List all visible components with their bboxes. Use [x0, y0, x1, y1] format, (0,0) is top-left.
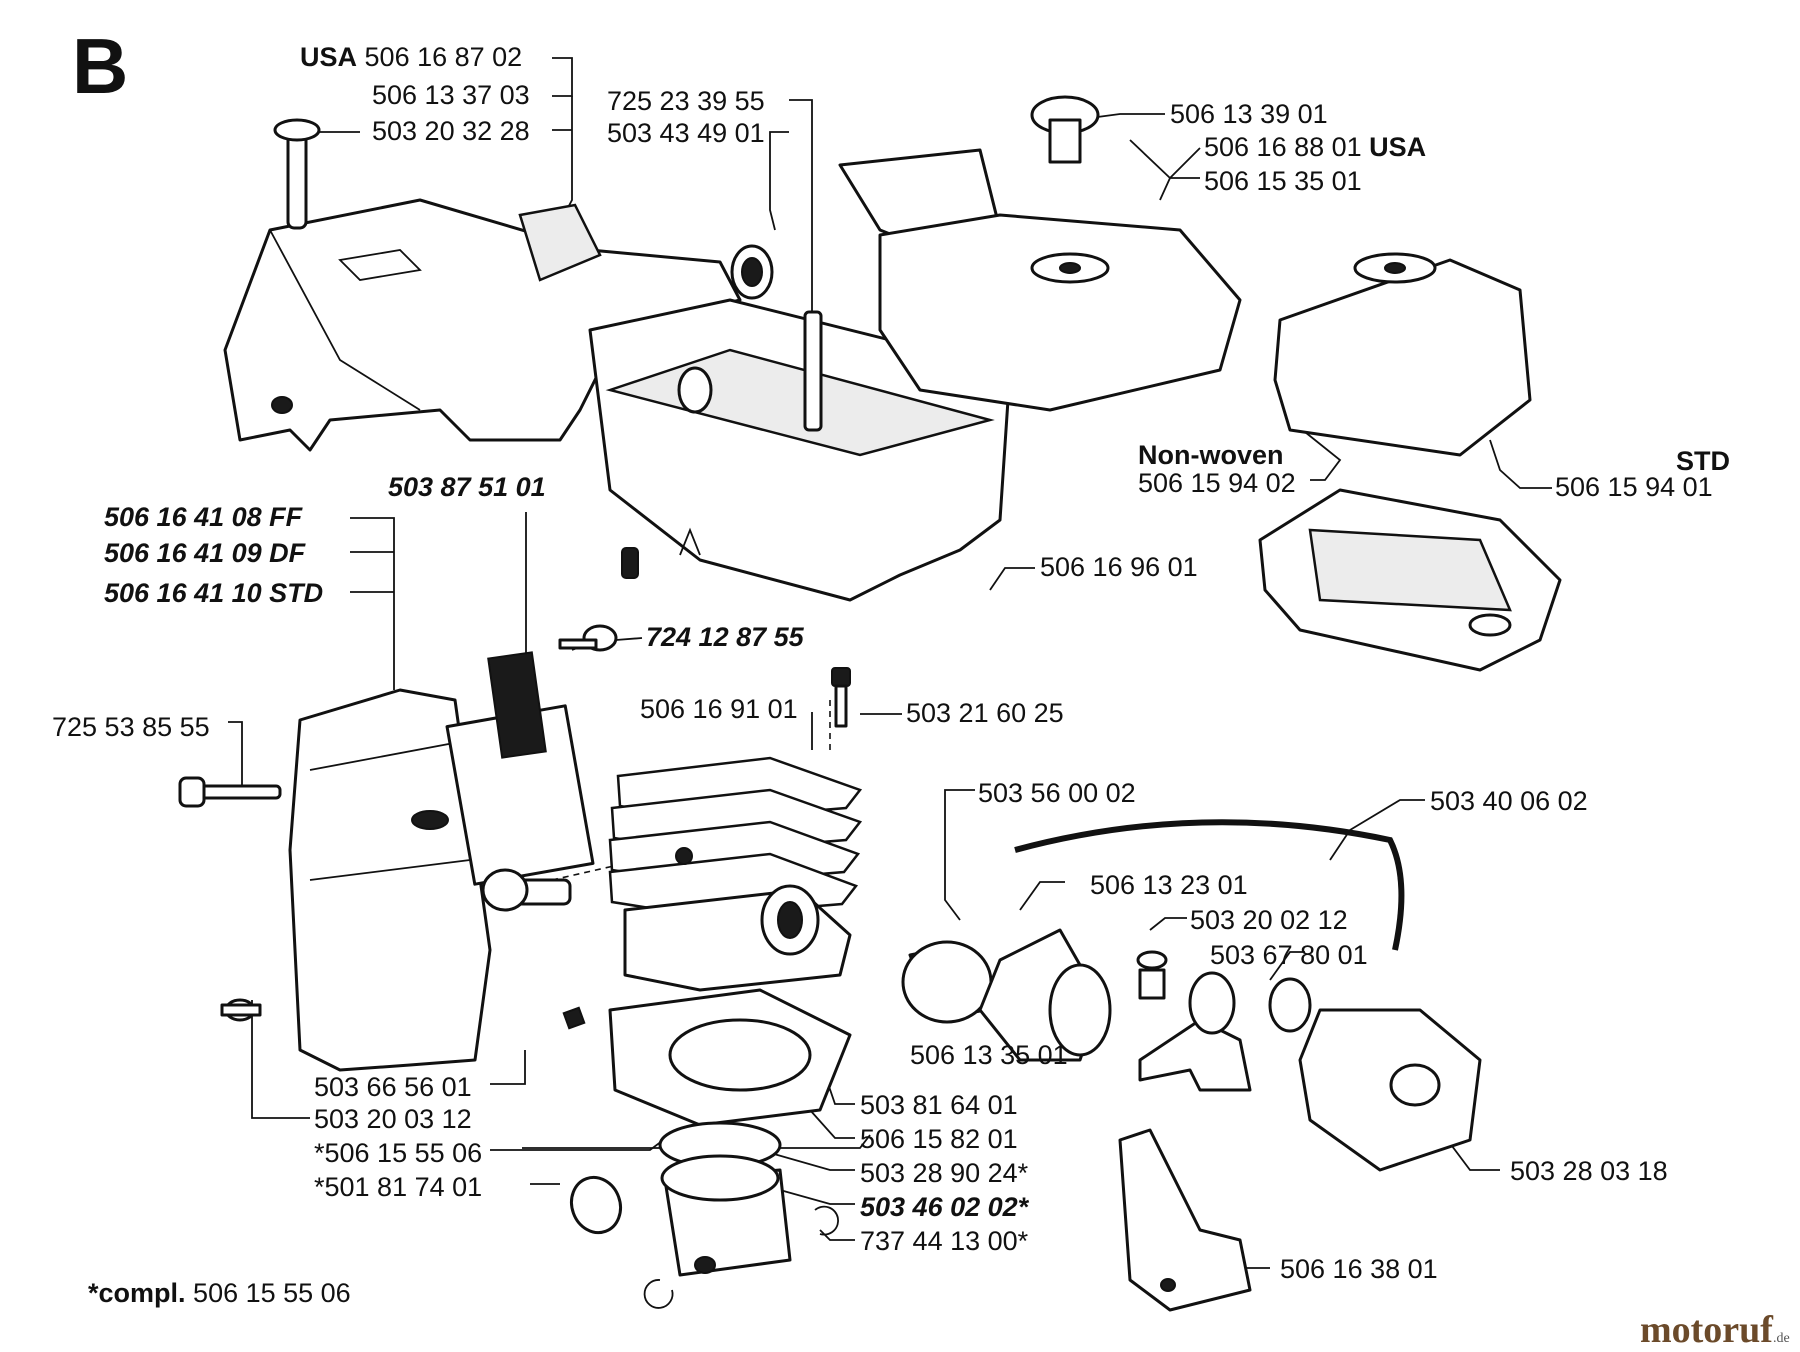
label-506-13-35-01[interactable]: 506 13 35 01: [910, 1040, 1068, 1070]
label-506-15-94-02[interactable]: 506 15 94 02: [1138, 468, 1296, 498]
usa-tag: USA: [1369, 132, 1427, 162]
watermark-tld: .de: [1772, 1331, 1790, 1346]
lid-cover-drawing: [838, 95, 1242, 412]
muffler-drawing: [178, 651, 595, 1072]
label-725-23-39-55[interactable]: 725 23 39 55: [607, 86, 765, 116]
section-letter: B: [72, 22, 129, 110]
intake-carburetor-drawing: [901, 819, 1482, 1312]
cylinder-drawing: [558, 547, 863, 1127]
label-506-15-82-01[interactable]: 506 15 82 01: [860, 1124, 1018, 1154]
label-506-16-38-01[interactable]: 506 16 38 01: [1280, 1254, 1438, 1284]
part-number: 506 16 87 02: [364, 42, 523, 72]
label-725-53-85-55[interactable]: 725 53 85 55: [52, 712, 210, 742]
label-506-16-91-01[interactable]: 506 16 91 01: [640, 694, 798, 724]
air-box-drawing: [588, 244, 1012, 602]
label-501-81-74-01-star[interactable]: *501 81 74 01: [314, 1172, 483, 1202]
label-506-16-41-09-df[interactable]: 506 16 41 09 DF: [104, 538, 306, 568]
label-503-66-56-01[interactable]: 503 66 56 01: [314, 1072, 472, 1102]
label-503-20-32-28[interactable]: 503 20 32 28: [372, 116, 530, 146]
label-usa-cover[interactable]: USA 506 16 87 02: [300, 42, 522, 72]
label-506-16-41-10-std[interactable]: 506 16 41 10 STD: [104, 578, 324, 608]
label-506-15-35-01[interactable]: 506 15 35 01: [1204, 166, 1362, 196]
label-503-56-00-02[interactable]: 503 56 00 02: [978, 778, 1136, 808]
label-503-46-02-02[interactable]: 503 46 02 02*: [860, 1192, 1029, 1222]
label-506-13-37-03[interactable]: 506 13 37 03: [372, 80, 530, 110]
watermark-brand: motoruf: [1640, 1309, 1773, 1351]
label-506-16-96-01[interactable]: 506 16 96 01: [1040, 552, 1198, 582]
label-506-13-39-01[interactable]: 506 13 39 01: [1170, 99, 1328, 129]
label-506-15-55-06-star[interactable]: *506 15 55 06: [314, 1138, 483, 1168]
label-503-21-60-25[interactable]: 503 21 60 25: [906, 698, 1064, 728]
label-503-67-80-01[interactable]: 503 67 80 01: [1210, 940, 1368, 970]
label-503-40-06-02[interactable]: 503 40 06 02: [1430, 786, 1588, 816]
label-503-28-03-18[interactable]: 503 28 03 18: [1510, 1156, 1668, 1186]
label-724-12-87-55[interactable]: 724 12 87 55: [646, 622, 804, 652]
footer-note: *compl. 506 15 55 06: [88, 1278, 351, 1308]
label-503-20-02-12[interactable]: 503 20 02 12: [1190, 905, 1348, 935]
top-cover-drawing: [223, 118, 742, 452]
label-506-16-41-08-ff[interactable]: 506 16 41 08 FF: [104, 502, 303, 532]
label-503-28-90-24[interactable]: 503 28 90 24*: [860, 1158, 1029, 1188]
std-title: STD: [1676, 446, 1730, 476]
usa-tag: USA: [300, 42, 358, 72]
label-503-81-64-01[interactable]: 503 81 64 01: [860, 1090, 1018, 1120]
label-506-13-23-01[interactable]: 506 13 23 01: [1090, 870, 1248, 900]
label-506-15-94-01[interactable]: 506 15 94 01: [1555, 472, 1713, 502]
label-503-43-49-01[interactable]: 503 43 49 01: [607, 118, 765, 148]
label-503-20-03-12[interactable]: 503 20 03 12: [314, 1104, 472, 1134]
label-737-44-13-00[interactable]: 737 44 13 00*: [860, 1226, 1029, 1256]
nonwoven-title: Non-woven: [1138, 440, 1284, 470]
part-number: 506 16 88 01: [1204, 132, 1362, 162]
label-503-87-51-01[interactable]: 503 87 51 01: [388, 472, 546, 502]
piston-drawing: [569, 1121, 839, 1309]
label-usa-lid[interactable]: 506 16 88 01 USA: [1204, 132, 1426, 162]
footer-prefix: *compl.: [88, 1278, 186, 1308]
watermark-logo: motoruf.de: [1640, 1310, 1790, 1352]
air-filter-drawing: [1258, 252, 1562, 672]
footer-number: 506 15 55 06: [193, 1278, 351, 1308]
